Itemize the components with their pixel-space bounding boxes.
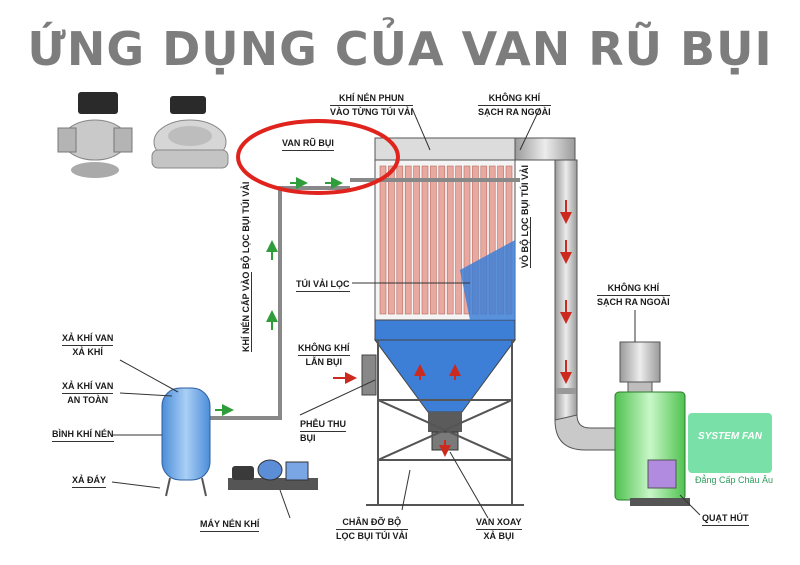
valve-photo-1 (57, 92, 133, 178)
filter-bag (438, 165, 446, 315)
brand-logo: SYSTEM FAN (688, 413, 772, 473)
label-khong-khi-lan-bui: KHÔNG KHÍ LẪN BỤI (298, 342, 350, 369)
support-legs (366, 340, 524, 506)
highlight-circle (236, 119, 400, 195)
filter-bag (396, 165, 404, 315)
flow-arrows (333, 200, 572, 457)
filter-bag (430, 165, 437, 315)
label-van-xoay-line1: VAN XOAY (476, 516, 522, 530)
label-van-xoay: VAN XOAY XẢ BỤI (476, 516, 522, 543)
label-khi-nen-cap: KHÍ NÉN CẤP VÀO BỘ LỌC BỤI TÚI VẢI (240, 182, 252, 352)
filter-bags (379, 165, 513, 315)
label-khong-khi-sach-top: KHÔNG KHÍ SẠCH RA NGOÀI (478, 92, 551, 119)
filter-bag (388, 165, 395, 315)
label-khong-khi-sach-right: KHÔNG KHÍ SẠCH RA NGOÀI (597, 282, 670, 309)
filter-bag (463, 165, 471, 315)
label-xa-khi-van-line2: XẢ KHÍ (72, 347, 103, 357)
compressor (228, 459, 318, 490)
leader-lines (111, 107, 701, 519)
label-vo-bo-loc-line1: VỎ BỘ LỌC (520, 217, 531, 268)
air-tank (161, 387, 211, 497)
label-chan-do: CHÂN ĐỠ BỘ LỌC BỤI TÚI VẢI (336, 516, 408, 543)
label-khong-khi-sach-top-line2: SẠCH RA NGOÀI (478, 107, 551, 117)
filter-bag (404, 165, 412, 315)
label-pheu-thu: PHỄU THU BỤI (300, 418, 347, 445)
hopper (374, 240, 516, 451)
label-xa-day: XẢ ĐÁY (72, 474, 107, 488)
label-khong-khi-lan-bui-line2: LẪN BỤI (305, 357, 343, 367)
label-xa-khi-van: XẢ KHÍ VAN XẢ KHÍ (62, 332, 114, 359)
label-khi-nen-phun-line2: VÀO TỪNG TÚI VẢI (330, 107, 413, 117)
brand-tagline: Đẳng Cấp Châu Âu (694, 475, 774, 485)
label-may-nen-khi: MÁY NÉN KHÍ (200, 518, 260, 532)
label-binh-khi-nen: BÌNH KHÍ NÉN (52, 428, 114, 442)
label-khi-nen-phun: KHÍ NÉN PHUN VÀO TỪNG TÚI VẢI (330, 92, 413, 119)
page-title: ỨNG DỤNG CỦA VAN RŨ BỤI (27, 22, 773, 76)
label-vo-bo-loc: VỎ BỘ LỌC BỤI TÚI VẢI (519, 165, 531, 268)
filter-bag (421, 165, 429, 315)
label-khong-khi-lan-bui-line1: KHÔNG KHÍ (298, 342, 350, 356)
label-xa-khi-van-an-toan-line2: AN TOÀN (67, 395, 109, 405)
air-arrows (215, 177, 343, 416)
label-vo-bo-loc-line2: BỤI TÚI VẢI (520, 164, 530, 215)
label-xa-khi-van-an-toan-line1: XẢ KHÍ VAN (62, 380, 114, 394)
filter-bag (413, 165, 420, 315)
label-xa-khi-van-line1: XẢ KHÍ VAN (62, 332, 114, 346)
label-quat-hut: QUẠT HÚT (702, 512, 749, 526)
label-khi-nen-cap-line2: BỘ LỌC BỤI TÚI VẢI (241, 181, 251, 270)
label-van-xoay-line2: XẢ BỤI (483, 531, 515, 541)
label-van-ru-bui: VAN RŨ BỤI (282, 137, 334, 151)
valve-photo-2 (151, 96, 229, 169)
label-tui-vai-loc: TÚI VẢI LỌC (296, 278, 350, 292)
label-xa-khi-van-an-toan: XẢ KHÍ VAN AN TOÀN (62, 380, 114, 407)
label-khi-nen-cap-line1: KHÍ NÉN CẤP VÀO (241, 271, 252, 352)
label-khong-khi-sach-top-line1: KHÔNG KHÍ (478, 92, 551, 106)
label-khong-khi-sach-right-line2: SẠCH RA NGOÀI (597, 297, 670, 307)
label-khi-nen-phun-line1: KHÍ NÉN PHUN (330, 92, 413, 106)
label-pheu-thu-line2: BỤI (300, 433, 316, 443)
brand-logo-name: SYSTEM FAN (698, 431, 762, 442)
filter-bag (455, 165, 462, 315)
inlet-duct (361, 354, 377, 396)
label-khong-khi-sach-right-line1: KHÔNG KHÍ (597, 282, 670, 296)
label-chan-do-line2: LỌC BỤI TÚI VẢI (336, 531, 408, 541)
exhaust-fan (614, 341, 690, 506)
filter-bag (446, 165, 454, 315)
label-pheu-thu-line1: PHỄU THU (300, 418, 347, 432)
filter-bag (379, 165, 387, 315)
outlet-duct (554, 159, 626, 451)
label-chan-do-line1: CHÂN ĐỠ BỘ (336, 516, 408, 530)
